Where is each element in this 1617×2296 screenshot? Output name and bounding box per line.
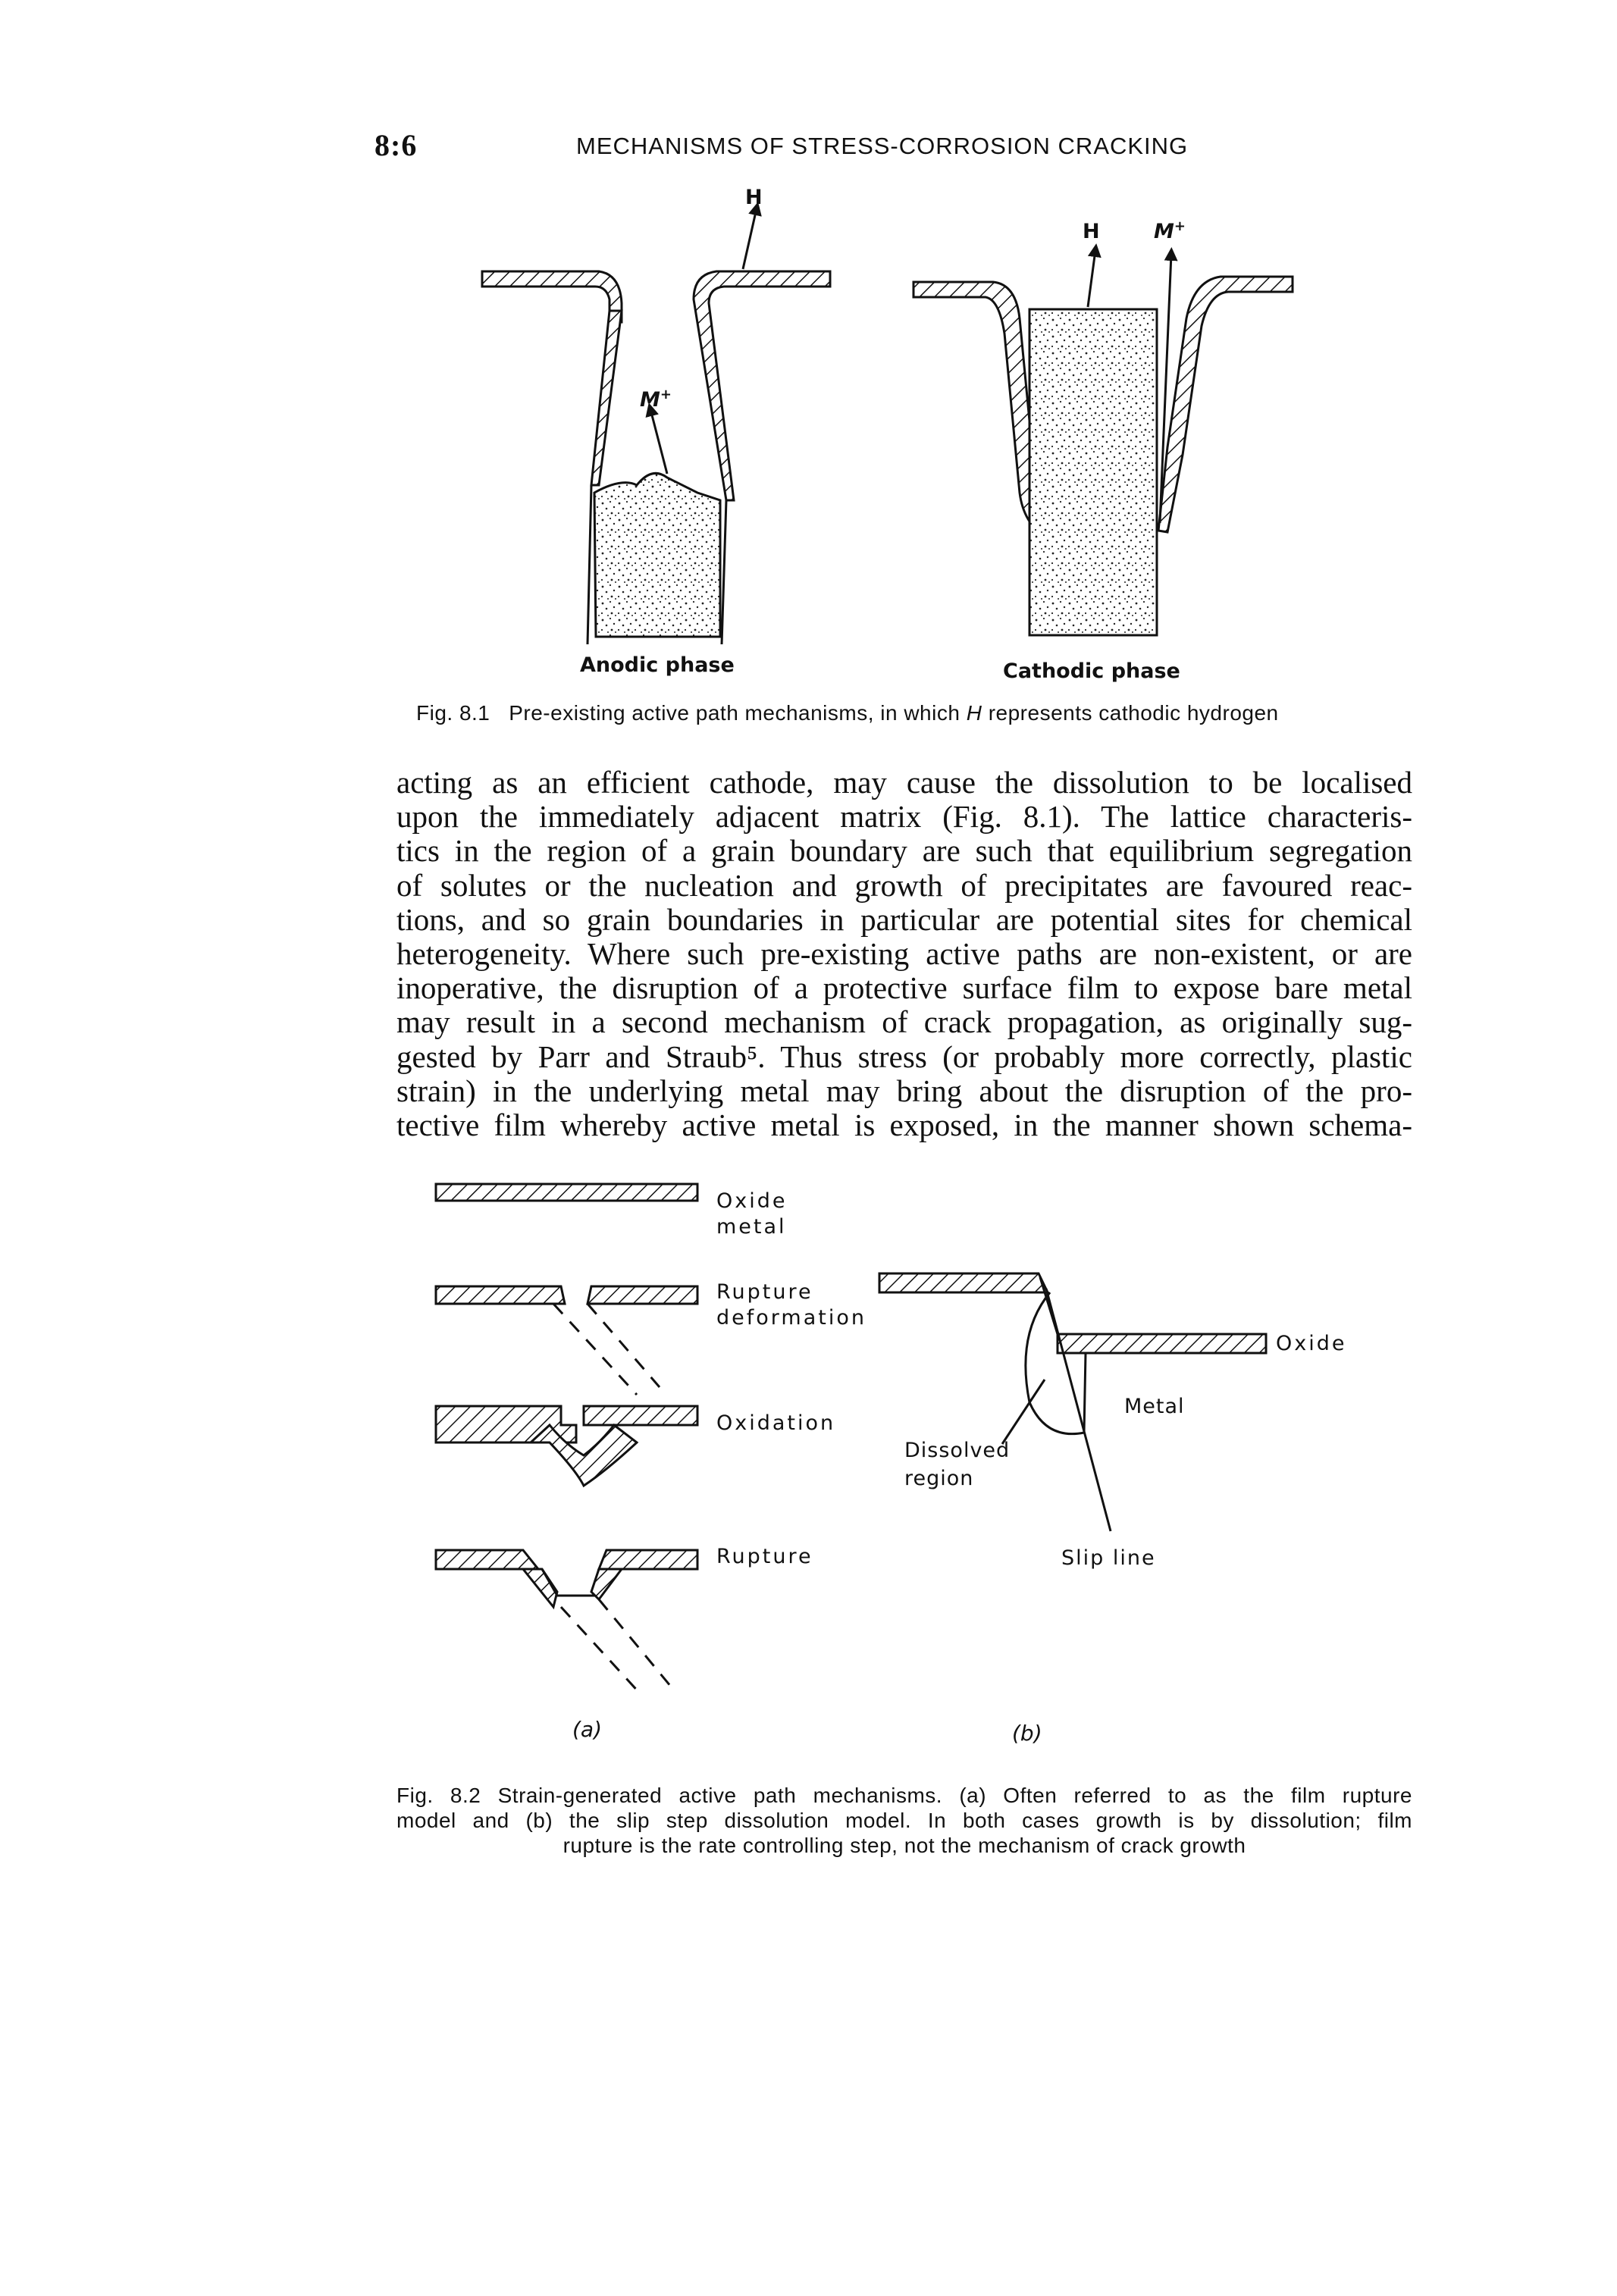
running-title: MECHANISMS OF STRESS-CORROSION CRACKING: [576, 133, 1189, 159]
label-h-left: H: [745, 186, 763, 209]
body-line: tective film whereby active metal is exp…: [396, 1107, 1412, 1143]
fig-8-1-number: Fig. 8.1: [416, 701, 490, 725]
slip-step-diagram: [878, 1272, 1268, 1532]
body-line: acting as an efficient cathode, may caus…: [396, 765, 1412, 800]
body-line: of solutes or the nucleation and growth …: [396, 867, 1412, 903]
label-m-left-sup: +: [660, 387, 672, 403]
fig-8-1-caption-post: represents cathodic hydrogen: [982, 701, 1279, 725]
body-line: tions, and so grain boundaries in partic…: [396, 901, 1412, 937]
label-oxide-a: Oxide: [716, 1189, 788, 1213]
fig-8-1-caption-pre: Pre-existing active path mechanisms, in …: [509, 701, 967, 725]
body-line: strain) in the underlying metal may brin…: [396, 1073, 1412, 1108]
body-line: heterogeneity. Where such pre-existing a…: [396, 936, 1412, 972]
label-oxidation: Oxidation: [716, 1411, 836, 1435]
label-region: region: [904, 1467, 974, 1490]
anodic-phase-diagram: [481, 202, 832, 645]
label-oxide-metal: Oxide metal: [716, 1189, 787, 1240]
page-number: 8:6: [374, 128, 418, 162]
cathodic-phase-diagram: [912, 243, 1294, 637]
label-deformation: deformation: [716, 1306, 866, 1330]
fig-8-1-caption-h: H: [966, 701, 982, 725]
label-rupture-1: Rupture: [716, 1280, 813, 1304]
fig-8-2-caption-line: Fig. 8.2 Strain-generated active path me…: [396, 1784, 1412, 1807]
label-h-right: H: [1083, 220, 1100, 243]
label-dissolved-region: Dissolved region: [904, 1436, 1010, 1493]
body-line: may result in a second mechanism of crac…: [396, 1004, 1412, 1040]
label-m-right-text: M: [1154, 220, 1174, 243]
subfig-a-label: (a): [572, 1717, 603, 1742]
anodic-phase-label: Anodic phase: [580, 653, 735, 677]
film-rupture-diagram: [434, 1182, 699, 1696]
subfig-b-label: (b): [1012, 1721, 1042, 1746]
fig-8-1-caption: Fig. 8.1 Pre-existing active path mechan…: [416, 701, 1279, 725]
body-line: gested by Parr and Straub⁵. Thus stress …: [396, 1038, 1412, 1074]
body-line: inoperative, the disruption of a protect…: [396, 970, 1412, 1006]
label-metal-b: Metal: [1124, 1395, 1185, 1418]
label-m-left: M+: [640, 387, 672, 412]
fig-8-2-caption: Fig. 8.2 Strain-generated active path me…: [396, 1783, 1412, 1858]
body-line: tics in the region of a grain boundary a…: [396, 833, 1412, 869]
label-m-left-text: M: [640, 388, 660, 412]
fig-8-2-caption-line: model and (b) the slip step dissolution …: [396, 1809, 1412, 1832]
label-slip-line: Slip line: [1061, 1546, 1156, 1570]
label-m-right-sup: +: [1174, 218, 1186, 234]
label-rupture-deformation: Rupture deformation: [716, 1280, 866, 1331]
label-m-right: M+: [1154, 218, 1186, 243]
label-oxide-b: Oxide: [1276, 1332, 1347, 1355]
body-paragraph: acting as an efficient cathode, may caus…: [396, 765, 1412, 1143]
label-rupture-2: Rupture: [716, 1545, 813, 1568]
cathodic-phase-label: Cathodic phase: [1003, 659, 1180, 683]
body-line: upon the immediately adjacent matrix (Fi…: [396, 799, 1412, 835]
fig-8-2-caption-line-last: rupture is the rate controlling step, no…: [563, 1834, 1246, 1857]
label-metal-a: metal: [716, 1215, 787, 1239]
label-dissolved: Dissolved: [904, 1439, 1011, 1462]
